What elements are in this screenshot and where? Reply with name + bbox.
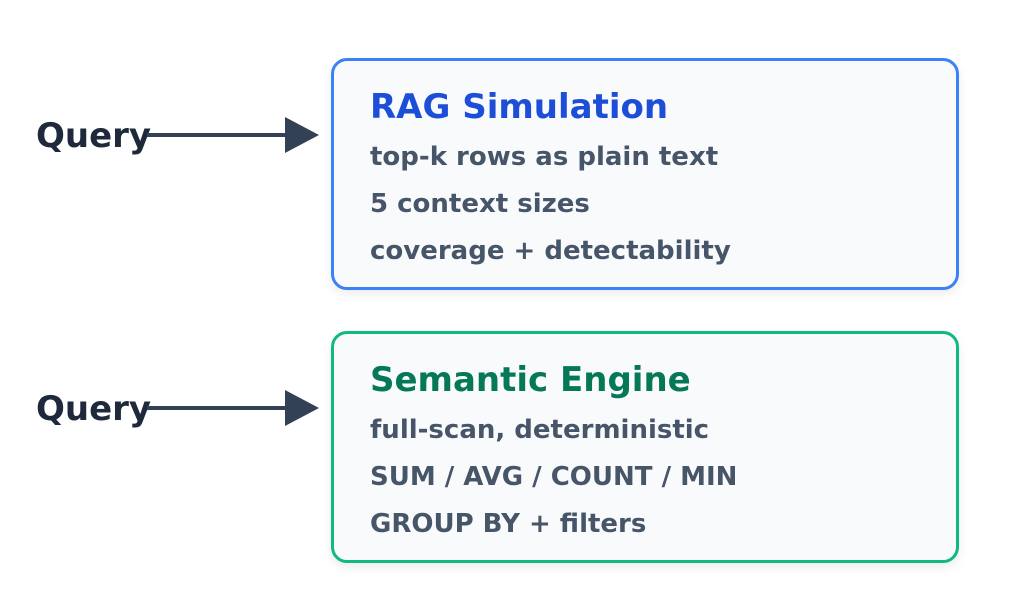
semantic-engine-title: Semantic Engine <box>370 360 691 400</box>
rag-simulation-card: RAG Simulation top-k rows as plain text … <box>331 58 959 290</box>
arrow-head <box>285 390 319 426</box>
rag-simulation-title: RAG Simulation <box>370 87 669 127</box>
semantic-engine-line-3: GROUP BY + filters <box>370 509 647 539</box>
arrow-right-icon <box>147 117 319 153</box>
rag-simulation-line-1: top-k rows as plain text <box>370 142 719 172</box>
semantic-engine-card: Semantic Engine full-scan, deterministic… <box>331 331 959 563</box>
rag-simulation-line-3: coverage + detectability <box>370 236 731 266</box>
rag-simulation-line-2: 5 context sizes <box>370 189 590 219</box>
semantic-engine-line-2: SUM / AVG / COUNT / MIN <box>370 462 738 492</box>
query-label-rag: Query <box>36 116 152 156</box>
arrow-right-icon <box>147 390 319 426</box>
arrow-head <box>285 117 319 153</box>
semantic-engine-line-1: full-scan, deterministic <box>370 415 710 445</box>
query-label-semantic: Query <box>36 389 152 429</box>
